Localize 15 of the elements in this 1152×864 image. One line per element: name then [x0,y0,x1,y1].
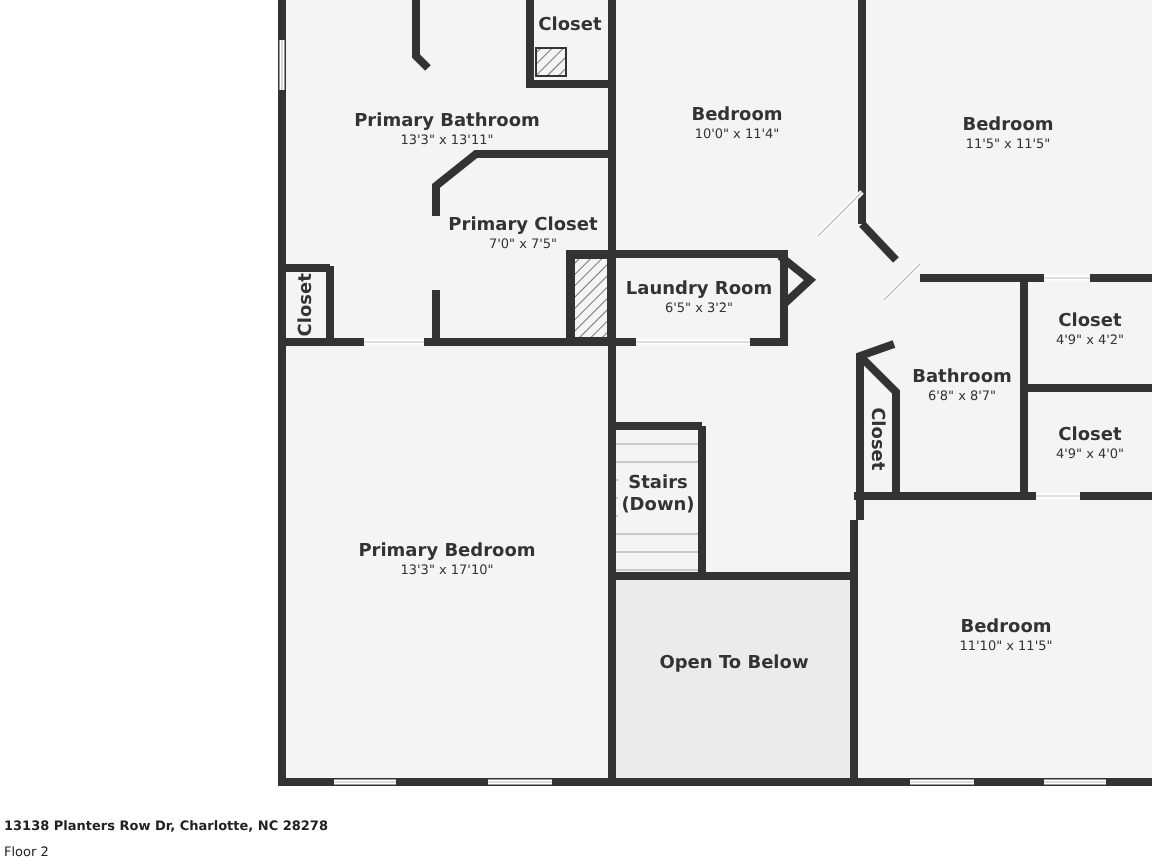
room-name: Primary Bathroom [354,111,540,133]
room-name: Closet [865,406,887,470]
room-name: Bedroom [960,617,1052,639]
room-name: Laundry Room [625,279,773,301]
room-name: Primary Bedroom [358,541,536,563]
room-name: Closet [297,272,319,336]
room-name: Stairs (Down) [618,474,698,518]
room-name: Closet [1058,425,1122,447]
room-name: Bathroom [912,367,1012,389]
room-name: Primary Closet [448,215,598,237]
room-name: Closet [538,15,602,37]
room-name: Bedroom [962,115,1054,137]
room-name: Bedroom [691,105,783,127]
room-name: Open To Below [659,653,809,675]
room-name: Closet [1058,311,1122,333]
